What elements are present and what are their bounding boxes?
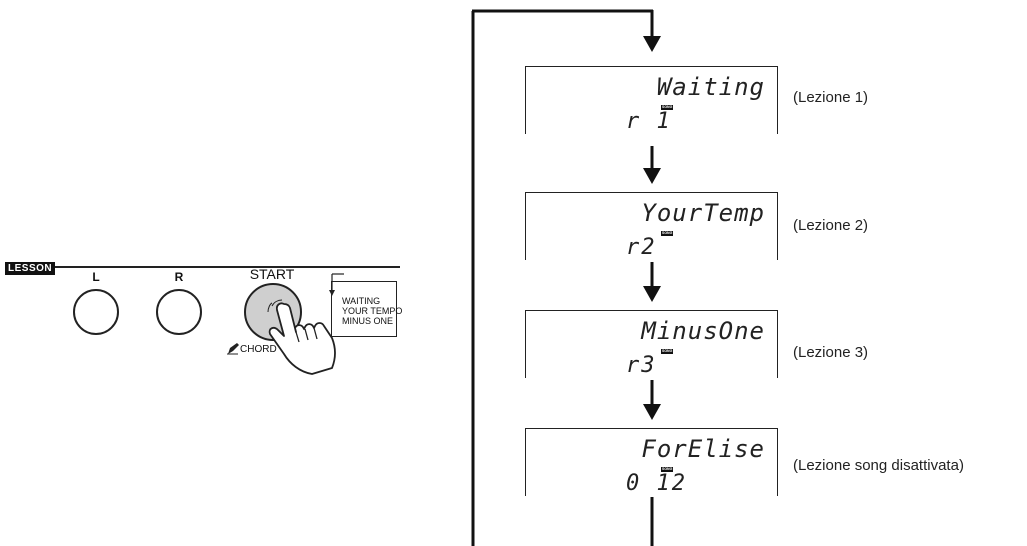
lcd-bottom-text: 0 12: [626, 471, 687, 496]
lesson-mode-box: [331, 281, 397, 337]
chord-pen-icon: [227, 343, 239, 355]
song-indicator-tag: SONG: [661, 349, 674, 354]
mode-indicator-arrow-icon: [329, 273, 344, 296]
mode-minus-one: MINUS ONE: [342, 316, 394, 326]
lcd-display-1: Waiting SONG r 1: [525, 66, 778, 134]
song-indicator-tag: SONG: [661, 105, 674, 110]
lcd-bottom-text: r 1: [626, 109, 672, 134]
panel-divider-line: [5, 266, 400, 268]
lcd-top-text: MinusOne: [641, 317, 765, 345]
mode-waiting: WAITING: [342, 296, 381, 306]
pressing-hand-icon: [267, 299, 336, 375]
lcd-top-text: YourTemp: [641, 199, 765, 227]
chord-label: CHORD: [240, 344, 277, 355]
song-indicator-tag: SONG: [661, 467, 674, 472]
mode-your-tempo: YOUR TEMPO: [342, 306, 403, 316]
button-r-label: R: [174, 270, 184, 284]
lcd-top-text: Waiting: [656, 73, 765, 101]
lcd-display-2: YourTemp SONG r2: [525, 192, 778, 260]
lcd-caption-2: (Lezione 2): [793, 217, 869, 234]
lcd-display-3: MinusOne SONG r3: [525, 310, 778, 378]
lesson-l-button[interactable]: [73, 289, 119, 335]
lcd-caption-3: (Lezione 3): [793, 344, 869, 361]
lcd-caption-1: (Lezione 1): [793, 89, 869, 106]
lesson-mode-list: WAITING YOUR TEMPO MINUS ONE: [342, 296, 402, 326]
lesson-section-tag: LESSON: [5, 262, 56, 275]
lcd-display-4: ForElise SONG 0 12: [525, 428, 778, 496]
lcd-bottom-text: r2: [626, 235, 657, 260]
song-indicator-tag: SONG: [661, 231, 674, 236]
lesson-r-button[interactable]: [156, 289, 202, 335]
lcd-caption-4: (Lezione song disattivata): [793, 457, 964, 474]
lcd-top-text: ForElise: [641, 435, 765, 463]
button-l-label: L: [92, 270, 100, 284]
lcd-bottom-text: r3: [626, 353, 657, 378]
button-start-label: START: [249, 266, 295, 282]
